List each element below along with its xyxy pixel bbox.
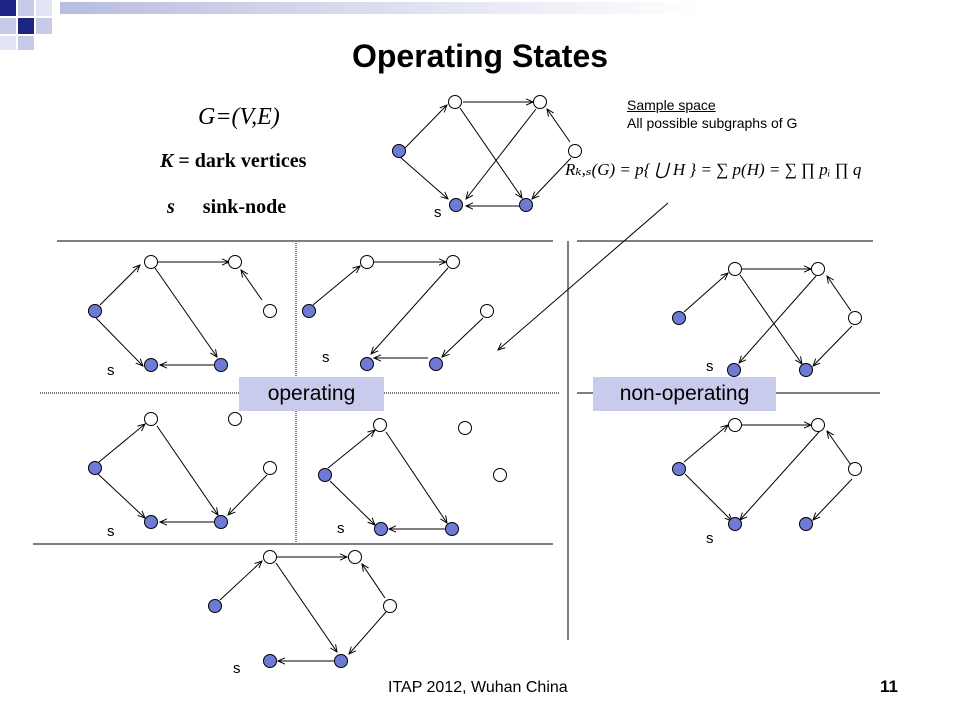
graph-main-vertices — [392, 95, 582, 212]
graph-nonop-1 — [683, 269, 853, 366]
sink-label-main: s — [434, 204, 442, 221]
k-definition: K = dark vertices — [160, 150, 306, 173]
corner-decoration — [0, 0, 700, 50]
grid-lines — [33, 240, 880, 640]
graph-op-5 — [219, 557, 387, 661]
sample-space-note: Sample space All possible subgraphs of G — [627, 96, 797, 132]
graph-op-3 — [97, 424, 268, 522]
graph-definition: G=(V,E) — [198, 104, 280, 130]
s-definition: s sink-node — [167, 196, 286, 219]
k-text: = dark vertices — [173, 150, 307, 172]
graph-main — [399, 102, 572, 206]
s-symbol: s — [167, 196, 175, 218]
pointer-arrows — [498, 202, 669, 350]
sink-label-op-4: s — [337, 520, 345, 537]
s-text: sink-node — [202, 196, 287, 218]
operating-label: operating — [239, 377, 384, 411]
page-number: 11 — [880, 677, 898, 696]
sink-label-op-1: s — [107, 362, 115, 379]
graph-nonop-2 — [683, 425, 853, 521]
sample-space-heading: Sample space — [627, 97, 716, 113]
graph-op-1 — [95, 262, 263, 366]
footer-text: ITAP 2012, Wuhan China — [388, 679, 568, 696]
sink-label-op-5: s — [233, 660, 241, 677]
reliability-formula: Rₖ,ₛ(G) = p{ ⋃ H } = ∑ p(H) = ∑ ∏ pᵢ ∏ q — [565, 160, 862, 179]
slide-title: Operating States — [351, 38, 609, 74]
non-operating-label: non-operating — [593, 377, 776, 411]
sink-label-nonop-1: s — [706, 358, 714, 375]
graph-op-4 — [327, 430, 447, 529]
sink-label-op-2: s — [322, 349, 330, 366]
k-symbol: K — [160, 150, 174, 172]
graph-op-2 — [312, 262, 484, 358]
sink-label-op-3: s — [107, 523, 115, 540]
sink-label-nonop-2: s — [706, 530, 714, 547]
corner-squares-icon — [0, 0, 700, 50]
sample-space-description: All possible subgraphs of G — [627, 115, 798, 131]
